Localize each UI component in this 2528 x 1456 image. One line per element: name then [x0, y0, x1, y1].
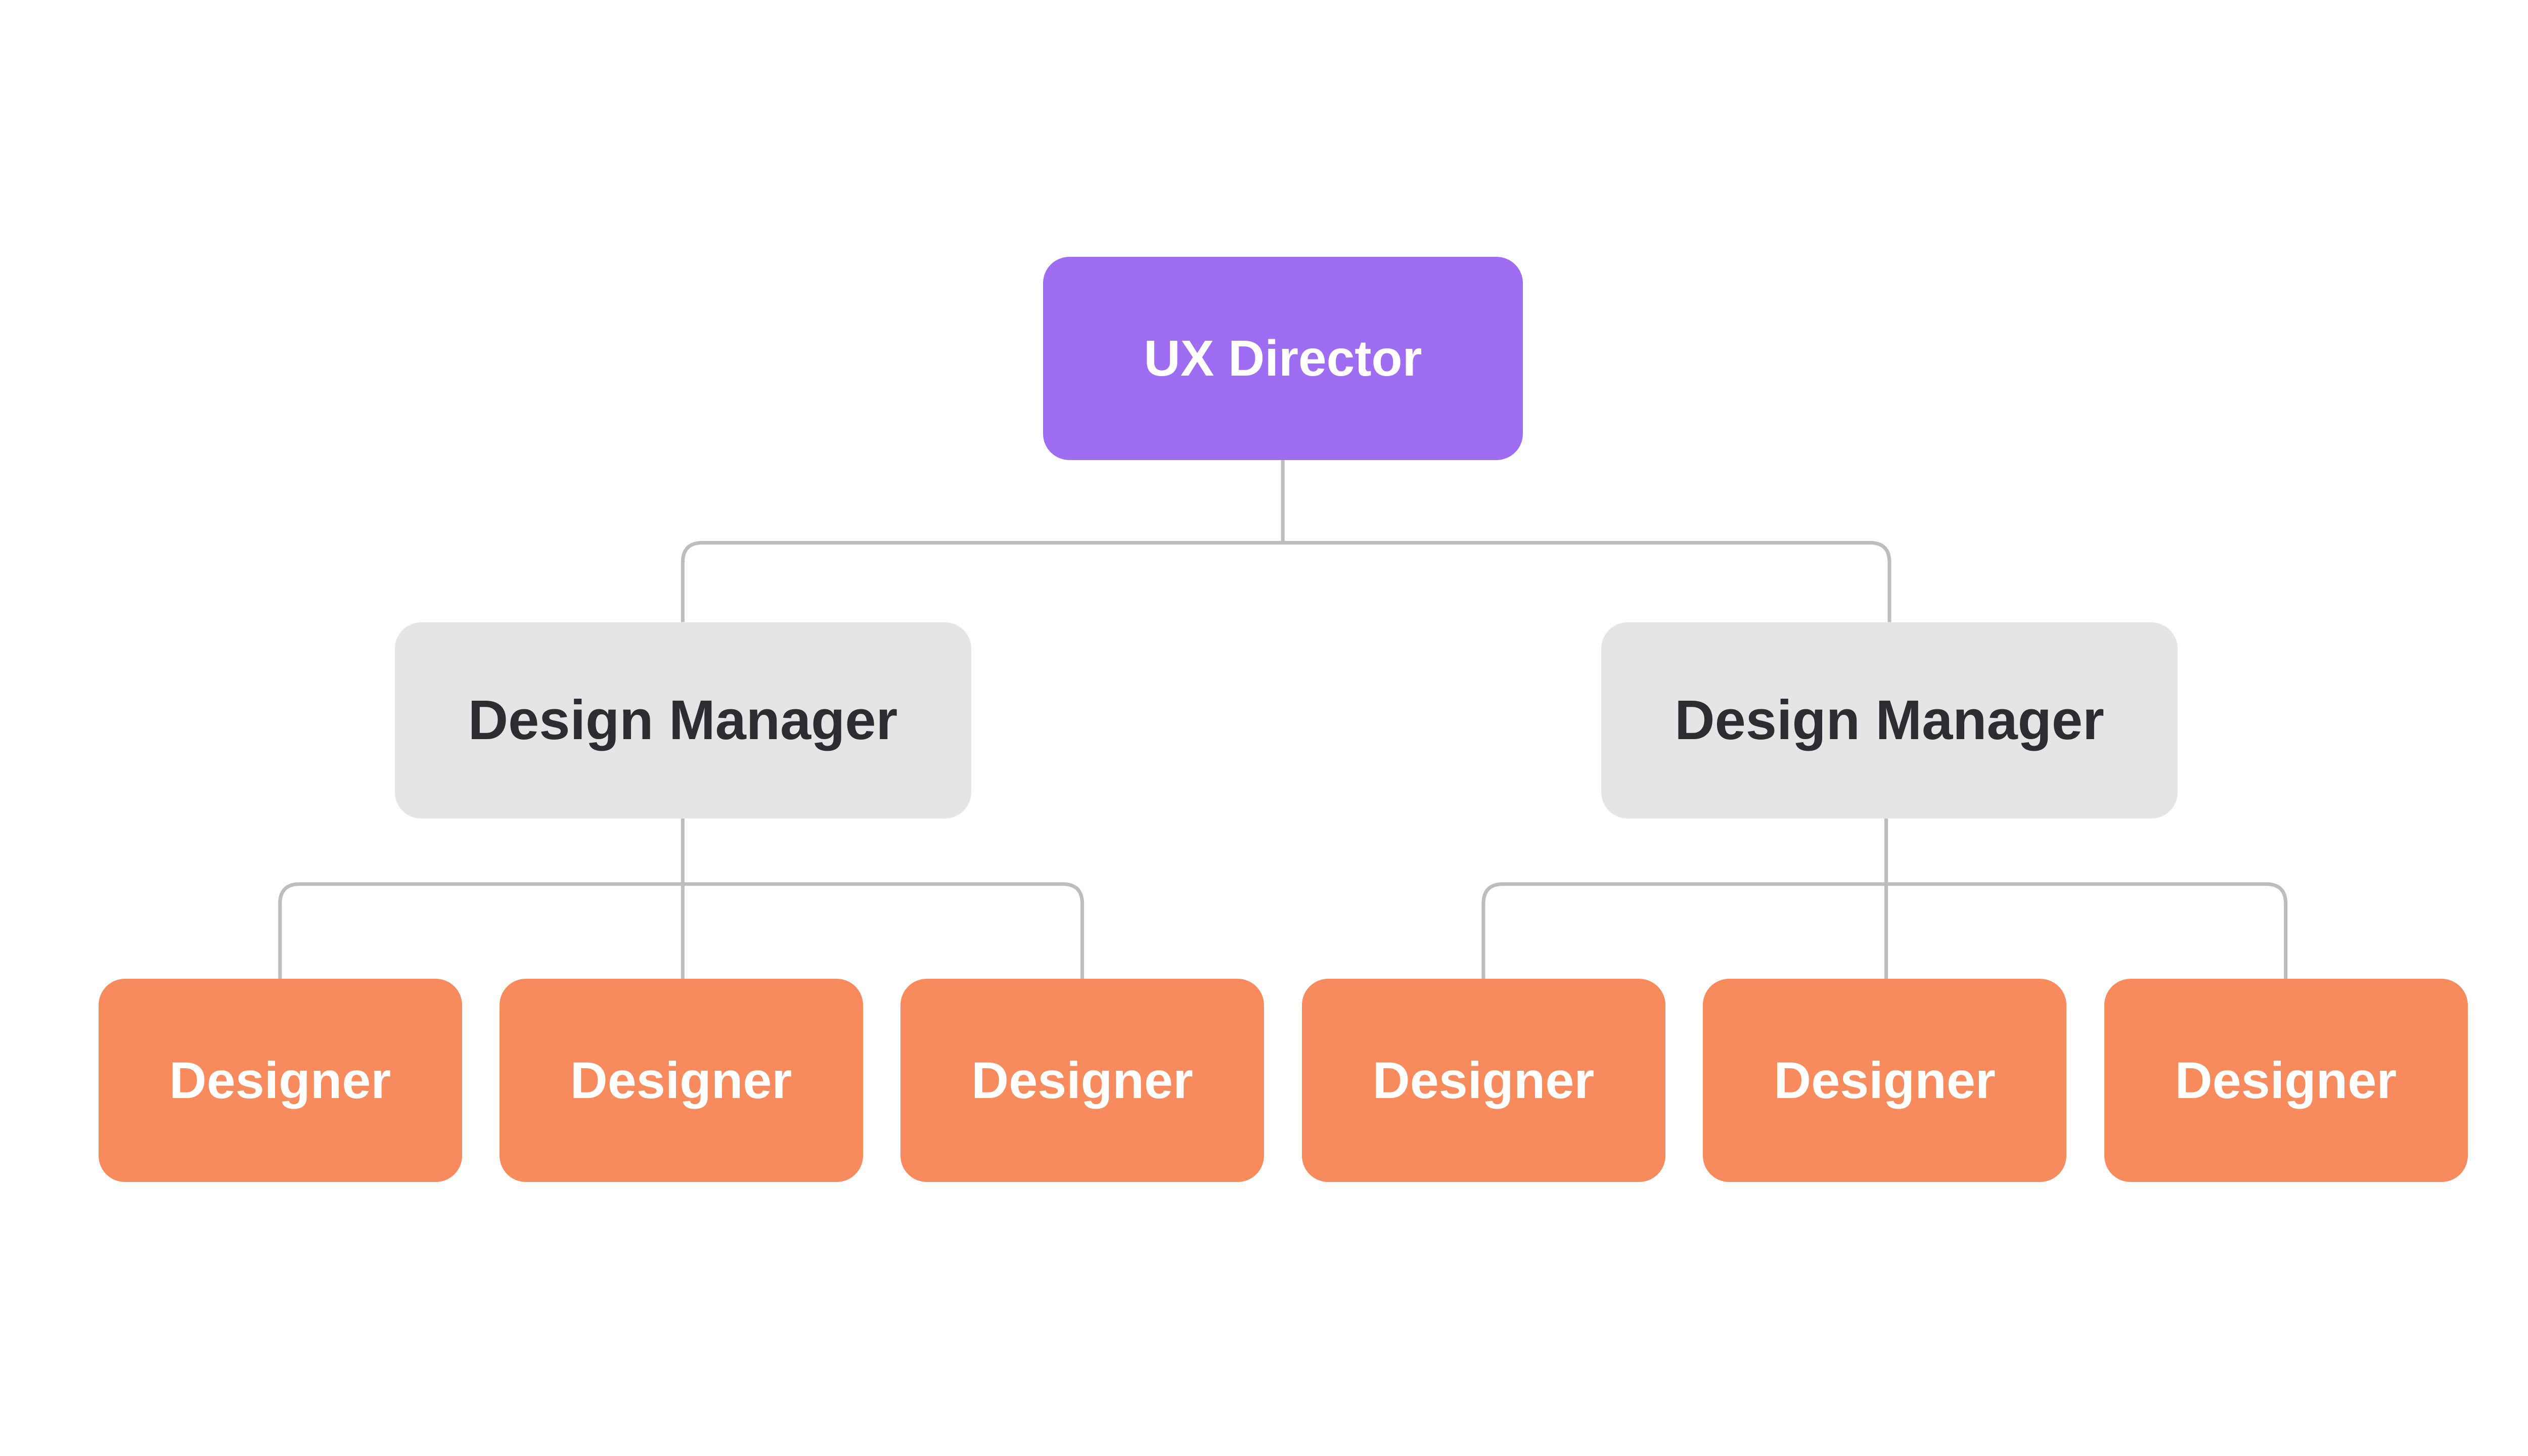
node-designer-4[interactable]: Designer [1301, 979, 1665, 1182]
node-design-manager-1[interactable]: Design Manager [394, 622, 971, 819]
org-chart-canvas: UX Director Design Manager Design Manage… [98, 257, 2468, 1182]
node-designer-5[interactable]: Designer [1703, 979, 2066, 1182]
connector-level1-bracket [681, 540, 1891, 622]
node-design-manager-2[interactable]: Design Manager [1601, 622, 2178, 819]
node-designer-6[interactable]: Designer [2104, 979, 2468, 1182]
connector-left-group-bracket [278, 882, 1085, 979]
connector-right-group-bracket [1481, 882, 2288, 979]
node-designer-1[interactable]: Designer [98, 979, 462, 1182]
node-designer-2[interactable]: Designer [499, 979, 863, 1182]
node-ux-director[interactable]: UX Director [1043, 257, 1523, 461]
node-designer-3[interactable]: Designer [900, 979, 1264, 1182]
connector-lines [278, 460, 2288, 979]
